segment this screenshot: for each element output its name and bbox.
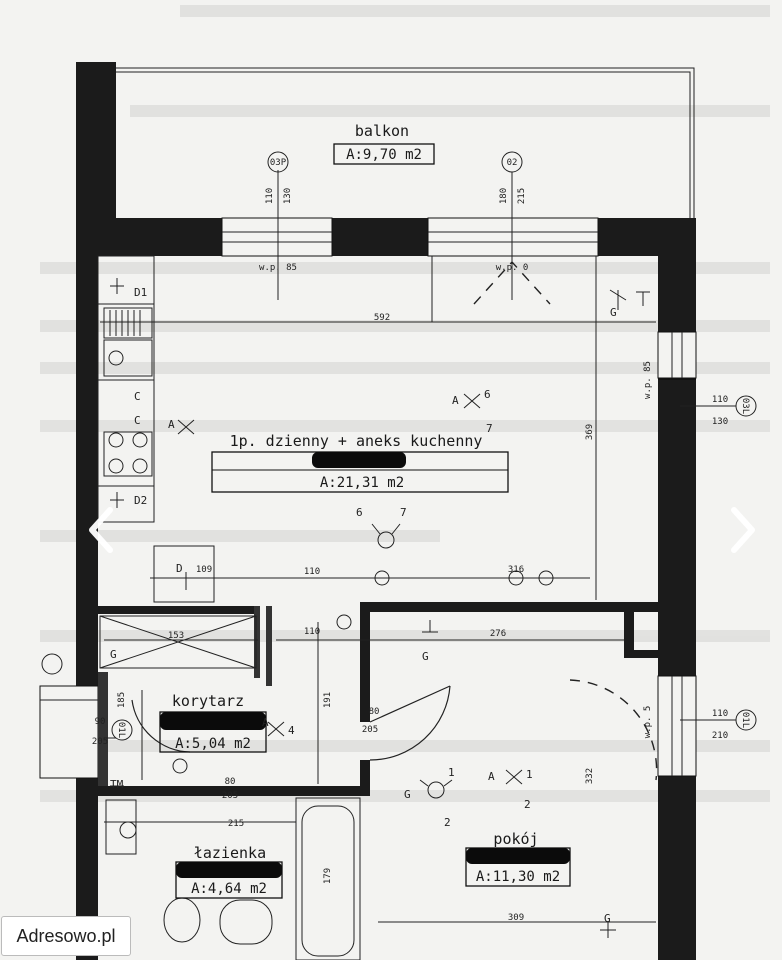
interior-walls xyxy=(98,602,658,796)
dim-130a: 130 xyxy=(283,188,293,204)
electrical-symbols xyxy=(110,278,650,938)
room-dzienny: 1p. dzienny + aneks kuchenny A:21,31 m2 xyxy=(211,432,509,493)
room-area-korytarz: A:5,04 m2 xyxy=(175,736,251,752)
label-n6a: 6 xyxy=(484,388,491,401)
dim-90: 90 xyxy=(95,717,106,727)
chevron-left-icon xyxy=(89,507,113,553)
window-tag-2: 02 xyxy=(507,158,518,168)
label-A2: A xyxy=(452,394,459,407)
chevron-right-icon xyxy=(731,507,755,553)
dim-215a: 215 xyxy=(517,188,527,204)
dim-185: 185 xyxy=(117,692,127,708)
label-G1: G xyxy=(110,648,117,661)
window-tags: 03P 02 03L 01L 01L xyxy=(41,151,757,741)
background-scan-text xyxy=(40,5,770,802)
wp-85b: w.p. 85 xyxy=(643,361,653,399)
room-name-korytarz: korytarz xyxy=(172,692,244,710)
room-name-balkon: balkon xyxy=(355,122,409,140)
dim-205b: 205 xyxy=(222,791,238,801)
label-n1a: 1 xyxy=(448,766,455,779)
light-cross-marks xyxy=(177,393,523,785)
dim-205a: 205 xyxy=(362,725,378,735)
label-C1: C xyxy=(134,390,141,403)
dim-180: 180 xyxy=(499,188,509,204)
fixture-labels: D1 D2 C C TM D G G G G G A A A A 6 7 6 7… xyxy=(110,286,617,925)
watermark-badge: Adresowo.pl xyxy=(1,916,131,956)
dim-110d: 110 xyxy=(304,627,320,637)
label-C2: C xyxy=(134,414,141,427)
room-korytarz: korytarz A:5,04 m2 xyxy=(159,692,267,753)
dim-110b: 110 xyxy=(712,395,728,405)
dim-153: 153 xyxy=(168,631,184,641)
label-G2: G xyxy=(422,650,429,663)
label-D1: D1 xyxy=(134,286,147,299)
label-G5: G xyxy=(604,912,611,925)
dim-215b: 215 xyxy=(228,819,244,829)
room-balkon: balkon A:9,70 m2 xyxy=(333,122,435,165)
label-n2b: 2 xyxy=(524,798,531,811)
dim-179: 179 xyxy=(323,868,333,884)
label-n7b: 7 xyxy=(400,506,407,519)
kitchen-counter xyxy=(97,255,215,603)
dim-332: 332 xyxy=(585,768,595,784)
next-image-button[interactable] xyxy=(722,500,762,560)
room-area-pokoj: A:11,30 m2 xyxy=(476,869,560,885)
room-name-pokoj: pokój xyxy=(493,830,538,848)
label-n6b: 6 xyxy=(356,506,363,519)
label-A1: A xyxy=(168,418,175,431)
dimension-texts: 592 369 110 130 180 215 w.p. 85 w.p. 0 w… xyxy=(92,188,728,923)
dim-210: 210 xyxy=(712,731,728,741)
window-tag-5: 01L xyxy=(116,722,126,738)
label-G4: G xyxy=(404,788,411,801)
room-pokoj: pokój A:11,30 m2 xyxy=(465,830,571,887)
wp-0: w.p. 0 xyxy=(496,263,529,273)
room-area-lazienka: A:4,64 m2 xyxy=(191,881,267,897)
room-name-lazienka: łazienka xyxy=(194,844,266,862)
closet xyxy=(99,615,257,669)
doors xyxy=(131,260,658,781)
window-tag-3: 03L xyxy=(740,398,750,414)
room-name-dzienny: 1p. dzienny + aneks kuchenny xyxy=(230,432,483,450)
window-tag-1: 03P xyxy=(270,158,287,168)
dim-110c: 110 xyxy=(712,709,728,719)
dim-80a: 80 xyxy=(369,707,380,717)
windows xyxy=(39,217,697,779)
previous-image-button[interactable] xyxy=(82,500,122,560)
label-n1b: 1 xyxy=(526,768,533,781)
label-A3: A xyxy=(488,770,495,783)
dim-276: 276 xyxy=(490,629,506,639)
dim-191: 191 xyxy=(323,692,333,708)
label-n4: 4 xyxy=(288,724,295,737)
label-n2a: 2 xyxy=(444,816,451,829)
dimension-lines xyxy=(100,170,736,923)
dim-369: 369 xyxy=(585,424,595,440)
dim-316: 316 xyxy=(508,565,524,575)
balcony-outline xyxy=(111,67,695,218)
dim-110a: 110 xyxy=(265,188,275,204)
label-n7a: 7 xyxy=(486,422,493,435)
dim-130b: 130 xyxy=(712,417,728,427)
dim-309: 309 xyxy=(508,913,524,923)
label-G3: G xyxy=(610,306,617,319)
dim-109: 109 xyxy=(196,565,212,575)
room-lazienka: łazienka A:4,64 m2 xyxy=(175,844,283,899)
dim-80b: 80 xyxy=(225,777,236,787)
dim-110e: 110 xyxy=(304,567,320,577)
wp-5: w.p. 5 xyxy=(643,706,653,739)
dim-205c: 205 xyxy=(92,737,108,747)
outer-walls xyxy=(76,62,696,960)
label-TM: TM xyxy=(110,778,124,791)
dim-592: 592 xyxy=(374,313,390,323)
room-area-dzienny: A:21,31 m2 xyxy=(320,475,404,491)
label-D2: D2 xyxy=(134,494,147,507)
label-A4: A xyxy=(262,716,269,729)
room-area-balkon: A:9,70 m2 xyxy=(346,147,422,163)
watermark-text: Adresowo.pl xyxy=(16,925,116,946)
label-D: D xyxy=(176,562,183,575)
window-tag-4: 01L xyxy=(740,712,750,728)
wp-85a: w.p. 85 xyxy=(259,263,297,273)
